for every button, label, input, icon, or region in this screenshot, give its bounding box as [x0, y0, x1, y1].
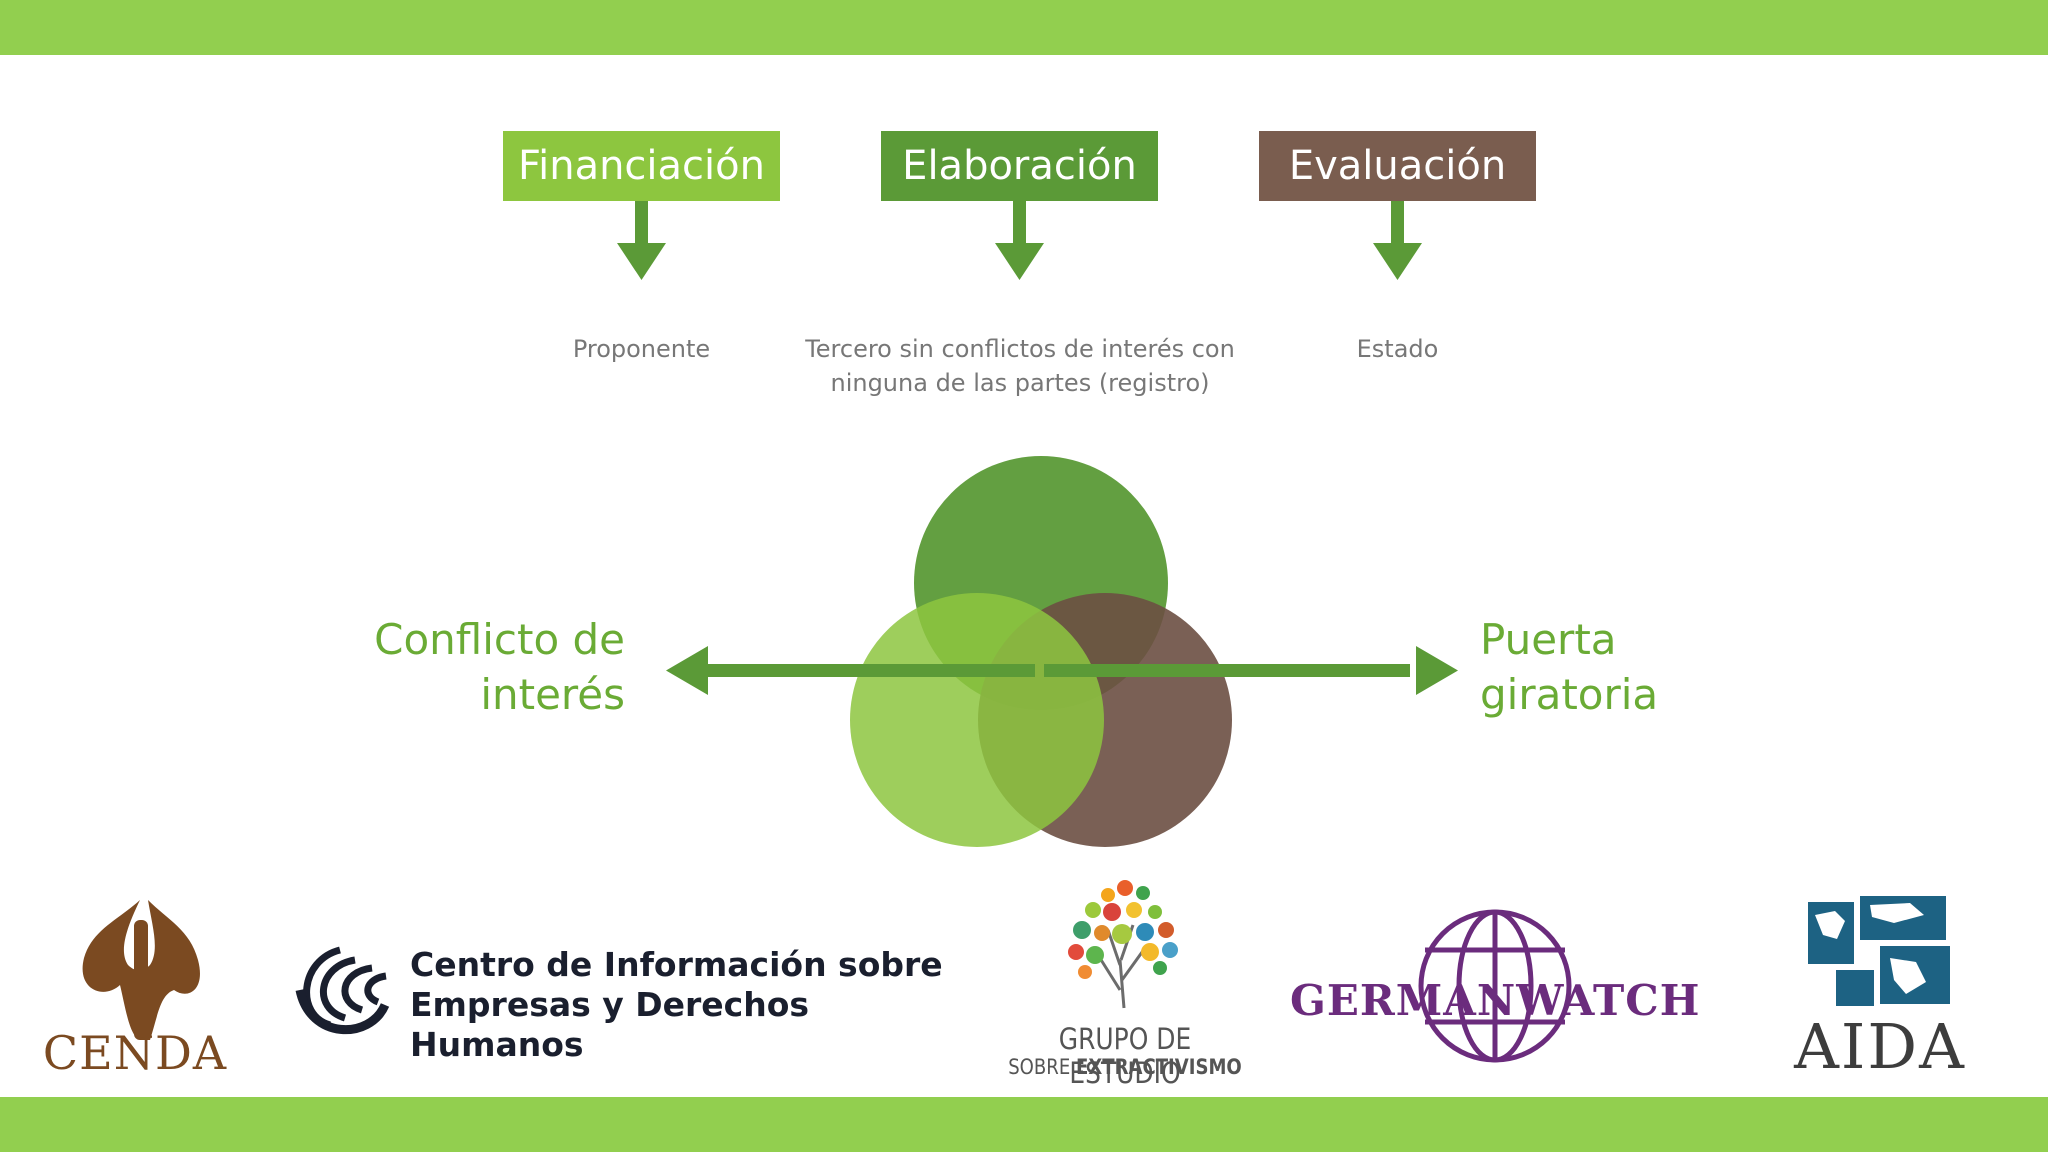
stage-evaluacion: Evaluación: [1259, 131, 1536, 201]
note-tercero: Tercero sin conflictos de interés con ni…: [805, 335, 1235, 397]
gee-logo-line2-a: SOBRE: [1008, 1055, 1076, 1079]
aida-map-icon: [1808, 896, 1950, 1006]
note-estado: Estado: [1356, 335, 1439, 363]
bottom-band: [0, 1097, 2048, 1152]
label-puerta-giratoria: Puerta giratoria: [1480, 615, 1659, 719]
ciedh-globe-icon: [295, 946, 390, 1035]
venn-circle-left: [850, 593, 1104, 847]
top-band: [0, 0, 2048, 55]
cenda-logo-text: CENDA: [42, 1026, 228, 1080]
stage-elaboracion: Elaboración: [881, 131, 1158, 201]
arrow-down-elaboracion: [995, 201, 1044, 280]
ciedh-logo-text: Centro de Información sobre Empresas y D…: [410, 945, 943, 1064]
arrow-down-evaluacion: [1373, 201, 1422, 280]
label-conflicto-de-interes: Conflicto de interés: [374, 615, 625, 719]
horizontal-double-arrow: [666, 646, 1458, 695]
gee-logo-line2: SOBRE EXTRACTIVISMO: [1000, 1055, 1249, 1079]
germanwatch-logo-text: GERMANWATCH: [1290, 976, 1701, 1025]
arrow-down-financiacion: [617, 201, 666, 280]
stage-financiacion: Financiación: [503, 131, 780, 201]
tree-logo-icon: [1068, 880, 1178, 1009]
note-proponente: Proponente: [572, 335, 711, 363]
aida-logo-text: AIDA: [1794, 1010, 1966, 1083]
gee-logo-line2-b: EXTRACTIVISMO: [1075, 1055, 1242, 1079]
germanwatch-globe-icon: [1418, 909, 1572, 1063]
cenda-logo-icon: [82, 900, 200, 1040]
gee-logo-line1: GRUPO DE ESTUDIO: [1058, 1022, 1192, 1090]
